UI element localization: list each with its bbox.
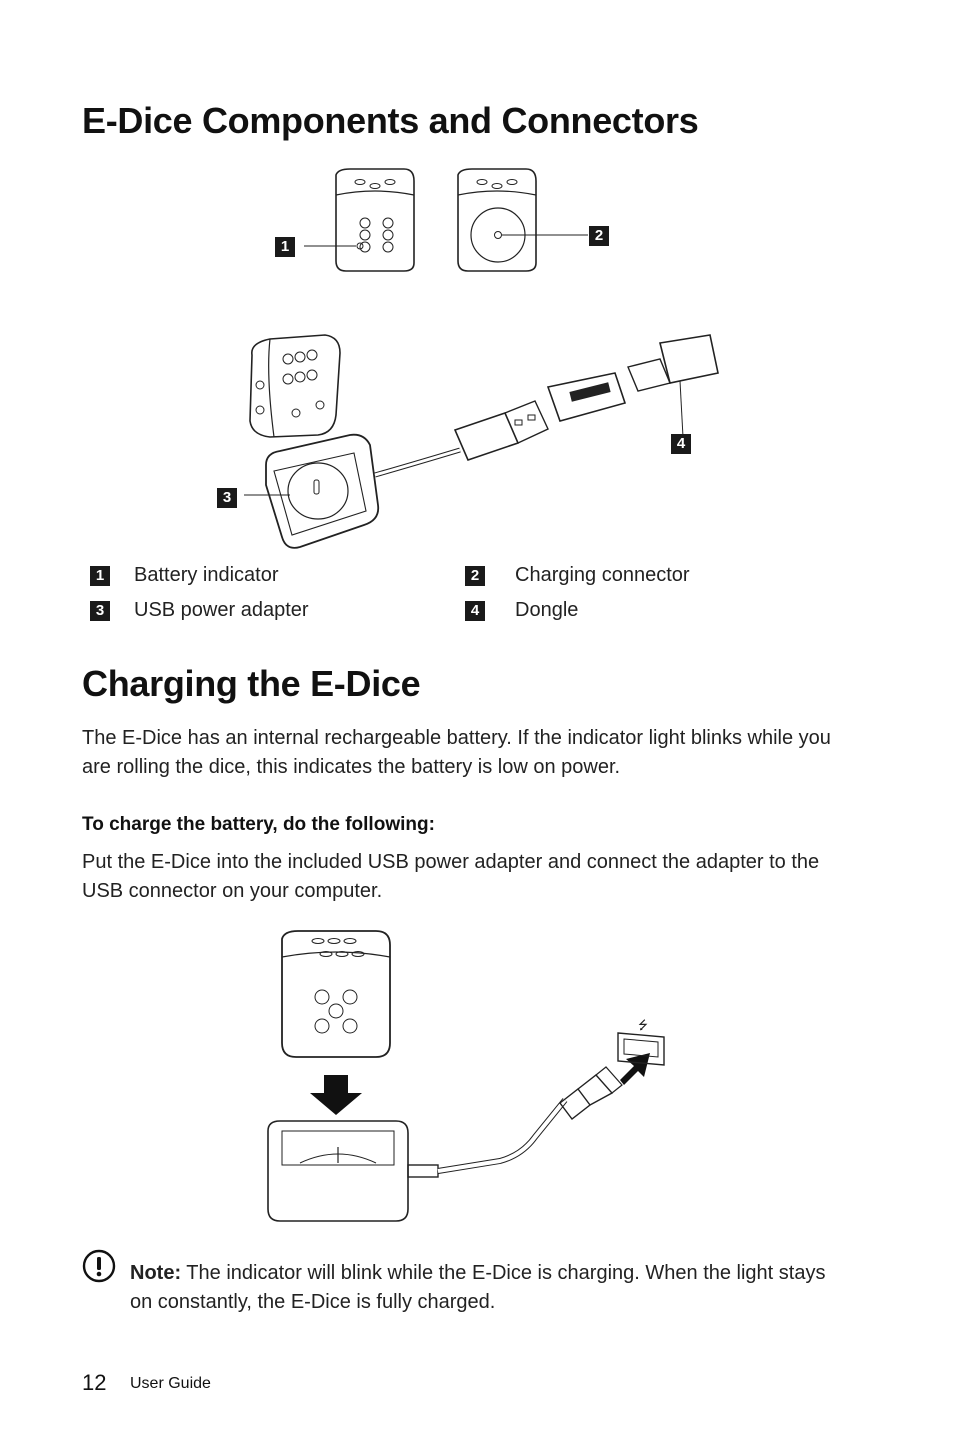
charging-procedure-illustration: ⭍: [267, 930, 665, 1222]
legend-label-battery-indicator: Battery indicator: [134, 564, 279, 586]
section-title-charging: Charging the E-Dice: [82, 663, 421, 704]
page-number: 12: [82, 1370, 107, 1395]
svg-text:⭍: ⭍: [638, 1018, 648, 1032]
legend-item-2: 2: [465, 566, 485, 586]
callout-3: 3: [217, 488, 237, 508]
legend-item-4: 4: [465, 601, 485, 621]
callout-2: 2: [589, 226, 609, 246]
charging-subheading: To charge the battery, do the following:: [82, 814, 435, 835]
legend-number: 2: [465, 566, 485, 586]
note-text: The indicator will blink while the E-Dic…: [130, 1262, 826, 1313]
footer-doc-title: User Guide: [130, 1375, 211, 1392]
charging-kit-illustration: [244, 334, 719, 549]
dice-front-back-illustration: [304, 168, 588, 272]
legend-label-charging-connector: Charging connector: [515, 564, 690, 586]
legend-item-1: 1: [90, 566, 110, 586]
legend-item-3: 3: [90, 601, 110, 621]
exclamation-circle-icon: [82, 1249, 116, 1283]
charging-intro-paragraph: The E-Dice has an internal rechargeable …: [82, 727, 831, 778]
legend-label-usb-power-adapter: USB power adapter: [134, 599, 309, 621]
callout-1: 1: [275, 237, 295, 257]
legend-label-dongle: Dongle: [515, 599, 579, 621]
section-title-components: E-Dice Components and Connectors: [82, 100, 699, 141]
legend-number: 4: [465, 601, 485, 621]
note-paragraph: Note: The indicator will blink while the…: [130, 1259, 850, 1317]
legend-number: 1: [90, 566, 110, 586]
note-label: Note:: [130, 1262, 182, 1284]
legend-number: 3: [90, 601, 110, 621]
callout-4: 4: [671, 434, 691, 454]
charging-instruction-paragraph: Put the E-Dice into the included USB pow…: [82, 851, 820, 902]
